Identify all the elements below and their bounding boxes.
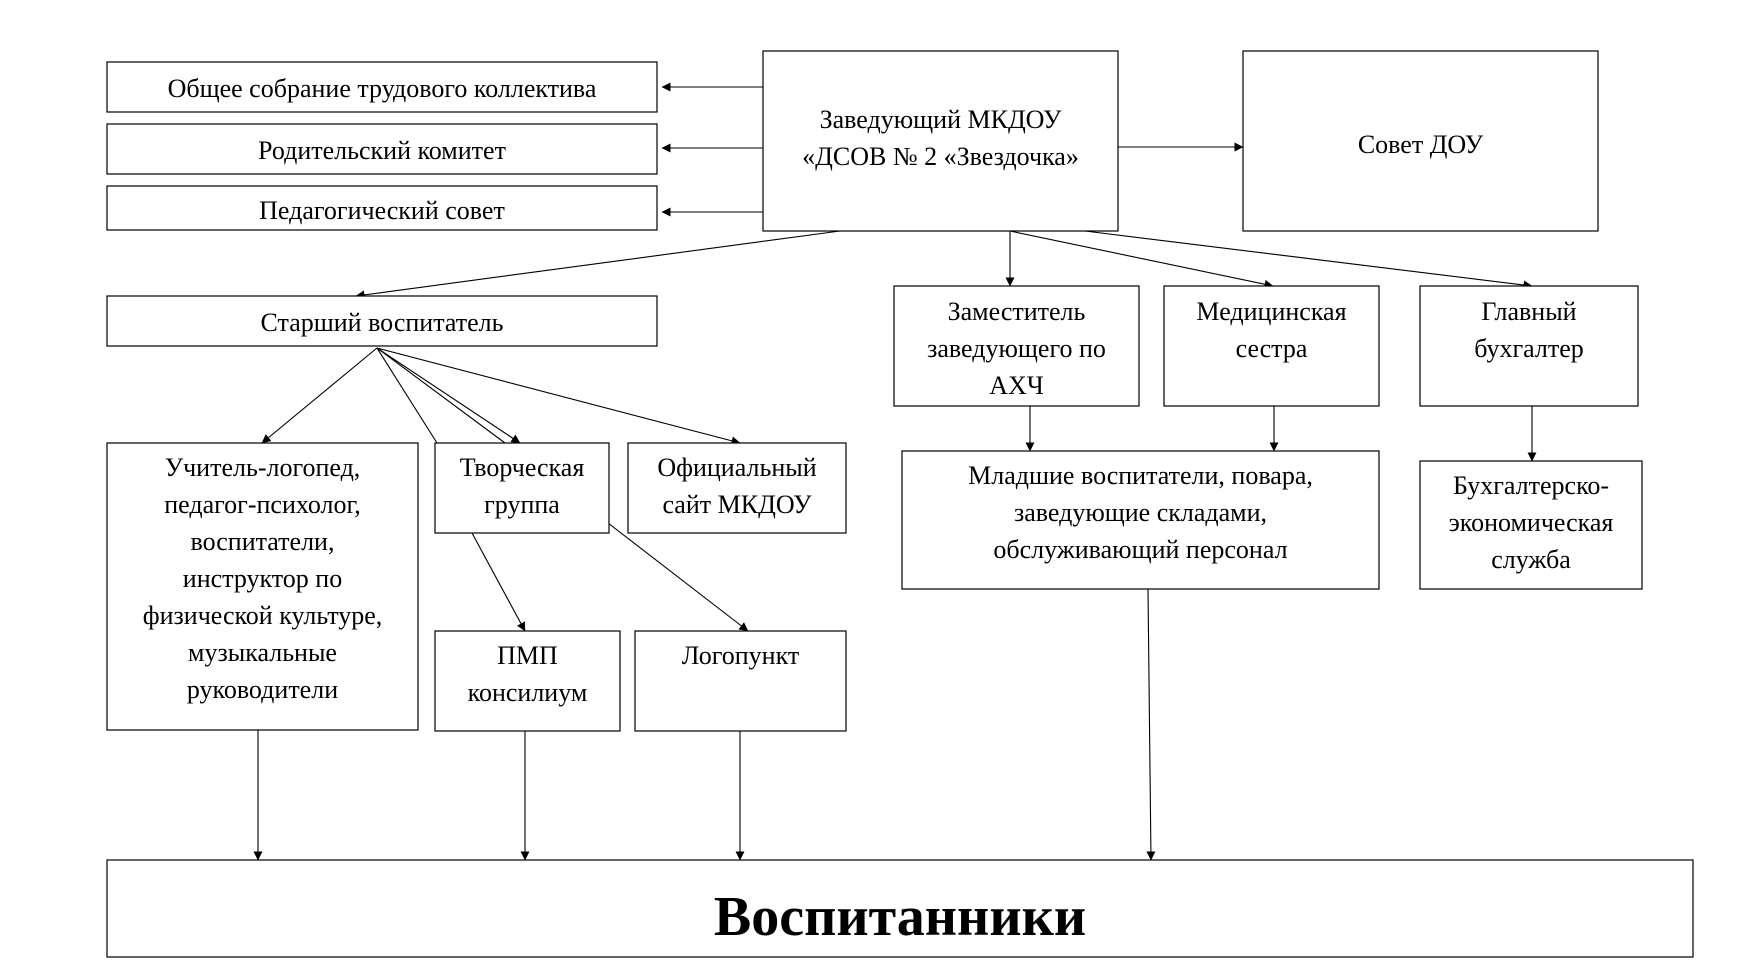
arrow-mladshie-to-vospitanniki [1146, 588, 1156, 861]
node-vospitanniki: Воспитанники [106, 859, 1694, 958]
arrow-tvorcheskaya-to-logopunkt [607, 522, 749, 632]
arrow-zaveduyushchy-to-medsestra [1009, 230, 1274, 289]
node-buhgalter-label-line-1: Главный [1481, 297, 1576, 326]
node-uchitel-label-line-6: музыкальные [188, 638, 337, 667]
node-mladshie: Младшие воспитатели, повара, заведующие с… [901, 450, 1380, 590]
node-sait-label-line-2: сайт МКДОУ [662, 490, 812, 519]
node-uchitel-label-line-5: физической культуре, [143, 601, 383, 630]
node-obshchee: Общее собрание трудового коллектива [106, 61, 658, 113]
node-zaveduyushchy: Заведующий МКДОУ «ДСОВ № 2 «Звездочка» [762, 50, 1119, 232]
connector-line-extra-1 [376, 347, 438, 444]
node-pedsovet-label-line-1: Педагогический совет [259, 196, 505, 225]
node-medsestra: Медицинская сестра [1163, 285, 1380, 407]
node-mladshie-label-line-3: обслуживающий персонал [993, 535, 1287, 564]
node-buhgalter-box [1419, 285, 1639, 407]
node-tvorcheskaya-box [434, 442, 610, 534]
node-buh-sluzhba: Бухгалтерско-экономическая служба [1419, 460, 1643, 590]
node-medsestra-label-line-2: сестра [1236, 334, 1308, 363]
node-zaveduyushchy-box [762, 50, 1119, 232]
node-zam-ahch-label-line-1: Заместитель [948, 297, 1086, 326]
node-obshchee-label-line-1: Общее собрание трудового коллектива [168, 74, 597, 103]
node-pmp: ПМП консилиум [434, 630, 621, 732]
node-pedsovet-box [106, 185, 658, 231]
node-buhgalter: Главный бухгалтер [1419, 285, 1639, 407]
node-sovet: Совет ДОУ [1242, 50, 1599, 232]
node-pmp-box [434, 630, 621, 732]
node-sovet-label-line-1: Совет ДОУ [1358, 130, 1484, 159]
node-pmp-label-line-2: консилиум [468, 678, 588, 707]
node-logopunkt-box [634, 630, 847, 732]
node-zaveduyushchy-label-line-1: Заведующий МКДОУ [820, 105, 1062, 134]
arrow-starshy-to-tvorcheskaya [376, 347, 521, 444]
node-buh-sluzhba-box [1419, 460, 1643, 590]
node-uchitel-label-line-4: инструктор по [183, 564, 342, 593]
node-buh-sluzhba-label-line-3: служба [1491, 545, 1571, 574]
node-uchitel-label-line-2: педагог-психолог, [164, 490, 360, 519]
node-logopunkt: Логопункт [634, 630, 847, 732]
node-sait: Официальный сайт МКДОУ [627, 442, 847, 534]
connectors [253, 82, 1537, 861]
node-roditelsky: Родительский комитет [106, 123, 658, 175]
node-zam-ahch-label-line-2: заведующего по [927, 334, 1106, 363]
arrow-zaveduyushchy-to-buhgalter [1084, 230, 1533, 290]
node-vospitanniki-box [106, 859, 1694, 958]
node-starshy-label-line-1: Старший воспитатель [261, 308, 504, 337]
node-starshy-box [106, 295, 658, 347]
node-sovet-box [1242, 50, 1599, 232]
node-uchitel-box [106, 442, 419, 731]
node-roditelsky-label-line-1: Родительский комитет [258, 136, 506, 165]
arrow-starshy-to-sait [376, 347, 741, 446]
arrow-starshy-to-uchitel [261, 347, 378, 444]
node-sait-label-line-1: Официальный [657, 453, 816, 482]
node-mladshie-label-line-2: заведующие складами, [1014, 498, 1267, 527]
node-tvorcheskaya-label-line-1: Творческая [460, 453, 585, 482]
node-zam-ahch-label-line-3: АХЧ [989, 371, 1044, 400]
node-medsestra-label-line-1: Медицинская [1196, 297, 1346, 326]
node-roditelsky-box [106, 123, 658, 175]
node-medsestra-box [1163, 285, 1380, 407]
node-pmp-label-line-1: ПМП [497, 641, 558, 670]
node-mladshie-label-line-1: Младшие воспитатели, повара, [968, 461, 1313, 490]
node-zam-ahch-box [893, 285, 1140, 407]
arrow-zaveduyushchy-to-starshy [355, 230, 841, 300]
nodes: Общее собрание трудового коллективаРодит… [106, 50, 1694, 958]
arrow-tvorcheskaya-to-pmp [471, 532, 526, 632]
node-buhgalter-label-line-2: бухгалтер [1474, 334, 1584, 363]
node-logopunkt-label-line-1: Логопункт [682, 641, 799, 670]
node-uchitel-label-line-3: воспитатели, [191, 527, 335, 556]
node-uchitel-label-line-7: руководители [187, 675, 338, 704]
node-zaveduyushchy-label-line-2: «ДСОВ № 2 «Звездочка» [802, 142, 1079, 171]
node-starshy: Старший воспитатель [106, 295, 658, 347]
node-tvorcheskaya-label-line-2: группа [484, 490, 560, 519]
node-buh-sluzhba-label-line-1: Бухгалтерско- [1453, 471, 1609, 500]
node-buh-sluzhba-label-line-2: экономическая [1449, 508, 1614, 537]
node-mladshie-box [901, 450, 1380, 590]
node-tvorcheskaya: Творческая группа [434, 442, 610, 534]
connector-line-extra-2 [376, 347, 506, 444]
node-pedsovet: Педагогический совет [106, 185, 658, 231]
node-zam-ahch: Заместитель заведующего по АХЧ [893, 285, 1140, 407]
node-uchitel-label-line-1: Учитель-логопед, [165, 453, 361, 482]
node-sait-box [627, 442, 847, 534]
node-uchitel: Учитель-логопед, педагог-психолог, воспита… [106, 442, 419, 731]
node-obshchee-box [106, 61, 658, 113]
node-vospitanniki-label-line-1: Воспитанники [714, 886, 1086, 948]
